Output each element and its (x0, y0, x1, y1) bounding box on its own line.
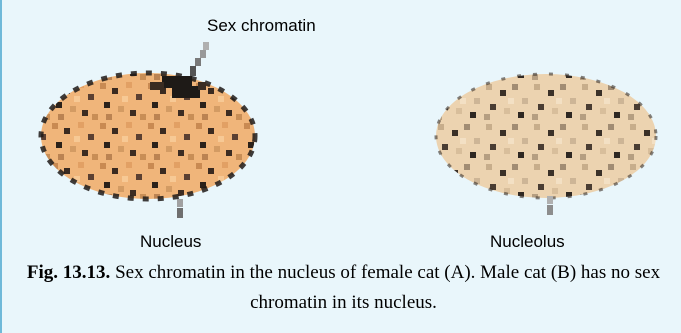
figure-illustration: Sex chromatin Nucleus Nucleolus (2, 0, 681, 258)
cell-nuclei-diagram (2, 0, 681, 258)
leader-line-sex-chromatin (190, 42, 209, 76)
figure-number: Fig. 13.13. (27, 262, 110, 283)
female-nucleus (41, 73, 255, 199)
male-nucleus (436, 74, 656, 198)
leader-line-nucleus (177, 199, 183, 218)
sex-chromatin-label: Sex chromatin (207, 16, 316, 36)
leader-line-nucleolus (547, 196, 553, 215)
male-nucleus-body (436, 74, 656, 198)
nucleus-label: Nucleus (140, 232, 201, 252)
caption-text: Sex chromatin in the nucleus of female c… (110, 262, 660, 313)
nucleolus-label: Nucleolus (490, 232, 565, 252)
figure-caption: Fig. 13.13. Sex chromatin in the nucleus… (4, 258, 681, 318)
